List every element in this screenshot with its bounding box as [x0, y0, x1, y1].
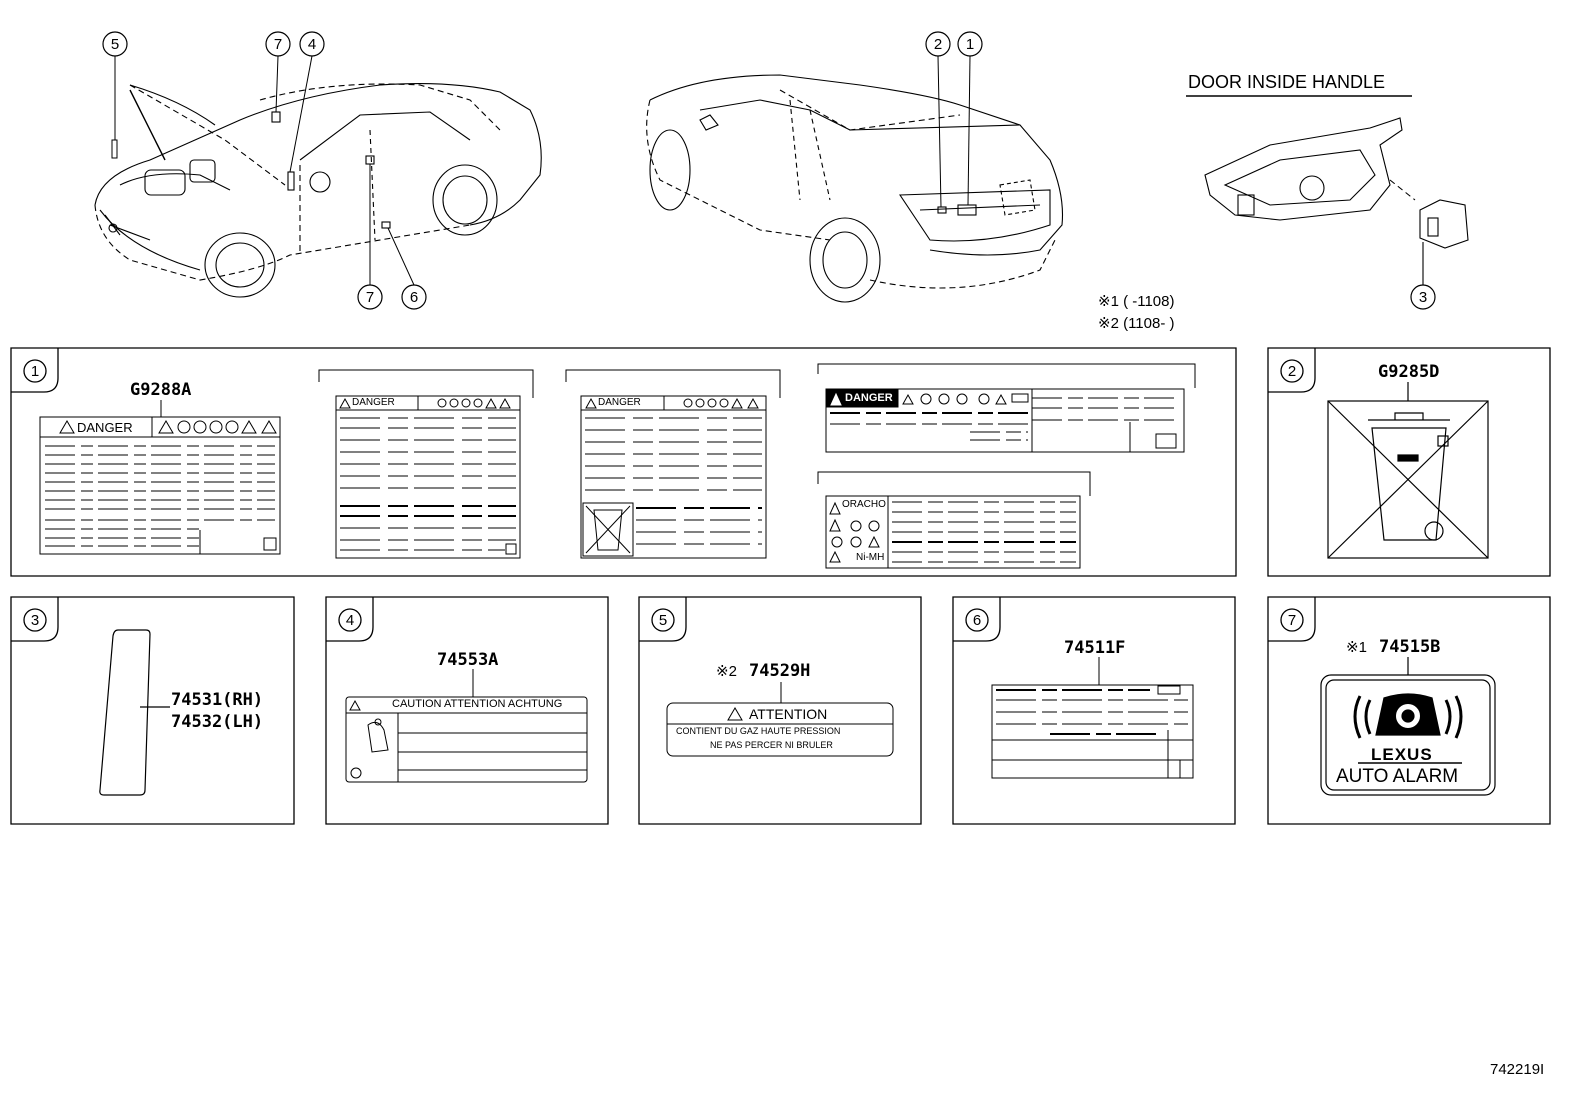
diagram-code: 742219I: [1490, 1061, 1545, 1078]
callout-2-top: 2: [933, 36, 943, 53]
sticker-shape-74531: [99, 629, 170, 796]
caution-text: CAUTION ATTENTION ACHTUNG: [392, 698, 563, 710]
part-number-74511f: 74511F: [1064, 638, 1126, 658]
label-g9285d-bin: [1327, 382, 1489, 559]
panel-frames: [10, 347, 1551, 825]
panel-3-number: 3: [30, 612, 40, 629]
note-2: ※2 (1108- ): [1098, 315, 1175, 332]
label-74515b-alarm: [1320, 657, 1496, 796]
note-mark-1: ※1: [1346, 639, 1367, 656]
callout-7-bottom: 7: [365, 289, 375, 306]
danger-text-b: DANGER: [598, 397, 641, 408]
part-number-74553a: 74553A: [437, 650, 499, 670]
door-handle-illustration: [1186, 95, 1469, 285]
danger-text-c: DANGER: [845, 392, 893, 404]
label-74511f: [991, 657, 1194, 779]
label-variant-c: [817, 363, 1196, 453]
callout-4-top: 4: [307, 36, 317, 53]
part-number-g9285d: G9285D: [1378, 362, 1440, 382]
lexus-brand-text: LEXUS: [1371, 745, 1433, 764]
callout-circles: [102, 31, 1436, 310]
warning-text-d: ORACHO: [842, 499, 886, 510]
danger-text-a: DANGER: [352, 397, 395, 408]
part-number-74515b: 74515B: [1379, 637, 1441, 657]
rear-car-leaders: [937, 55, 971, 208]
door-handle-title: DOOR INSIDE HANDLE: [1188, 72, 1386, 92]
callout-3-bottom: 3: [1418, 289, 1428, 306]
panel-5-number: 5: [658, 612, 668, 629]
danger-text-main: DANGER: [77, 420, 133, 435]
callout-7-top: 7: [273, 36, 283, 53]
nimh-text: Ni-MH: [856, 552, 885, 563]
callout-1-top: 1: [965, 36, 975, 53]
part-number-74531-rh: 74531(RH): [171, 690, 264, 710]
part-number-74529h: 74529H: [749, 661, 811, 681]
attention-line-2: NE PAS PERCER NI BRULER: [710, 740, 833, 750]
label-g9288a-main: [39, 400, 281, 555]
car-front-illustration: [94, 83, 542, 298]
attention-text: ATTENTION: [749, 706, 828, 722]
front-car-leaders: [114, 55, 415, 286]
label-variant-d: [817, 471, 1091, 569]
label-variant-a: [318, 369, 534, 559]
part-number-74532-lh: 74532(LH): [171, 712, 264, 732]
callout-5-top: 5: [110, 36, 120, 53]
panel-2-number: 2: [1287, 363, 1297, 380]
car-rear-illustration: [646, 74, 1063, 303]
label-74529h-attention: [666, 682, 894, 757]
label-74553a-caution: [345, 669, 588, 783]
panel-7-number: 7: [1287, 612, 1297, 629]
attention-line-1: CONTIENT DU GAZ HAUTE PRESSION: [676, 726, 841, 736]
note-mark-2: ※2: [716, 663, 737, 680]
panel-4-number: 4: [345, 612, 355, 629]
note-1: ※1 ( -1108): [1098, 293, 1175, 310]
panel-1-number: 1: [30, 363, 40, 380]
part-number-g9288a: G9288A: [130, 380, 192, 400]
label-variant-b: [565, 369, 781, 559]
panel-6-number: 6: [972, 612, 982, 629]
callout-6-bottom: 6: [409, 289, 419, 306]
auto-alarm-text: AUTO ALARM: [1336, 766, 1459, 787]
